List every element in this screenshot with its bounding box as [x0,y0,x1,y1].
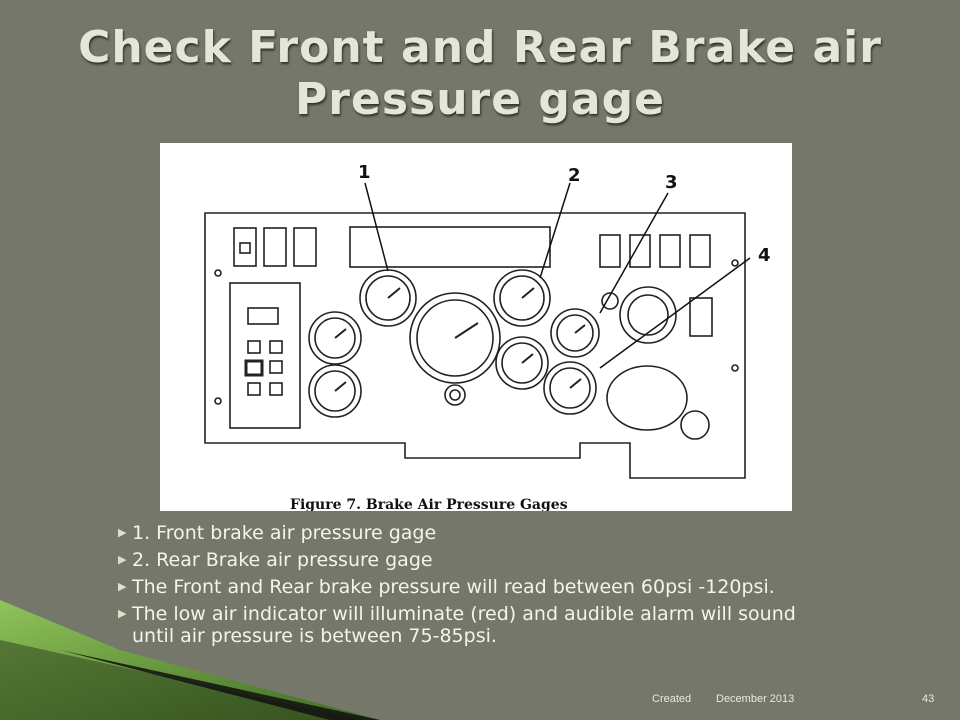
dashboard-illustration: 1 2 3 4 Figure 7. Brake Air Pressure Gag… [204,162,771,511]
bullet-arrow-icon: ▶ [118,580,127,593]
bullet-list: ▶ 1. Front brake air pressure gage ▶ 2. … [118,522,838,652]
dashboard-figure: 1 2 3 4 Figure 7. Brake Air Pressure Gag… [160,143,792,511]
bullet-text: The low air indicator will illuminate (r… [132,603,796,647]
page-title: Check Front and Rear Brake air Pressure … [78,22,882,125]
list-item: ▶ The Front and Rear brake pressure will… [118,576,838,598]
callout-1: 1 [358,162,371,183]
callout-4: 4 [758,245,771,266]
list-item: ▶ 1. Front brake air pressure gage [118,522,838,544]
footer-created: Created [652,693,692,705]
bullet-arrow-icon: ▶ [118,526,127,539]
footer-page-number: 43 [922,693,935,705]
footer-date: December 2013 [716,693,795,705]
bullet-text: 1. Front brake air pressure gage [132,522,437,544]
bullet-text: 2. Rear Brake air pressure gage [132,549,433,571]
bullet-arrow-icon: ▶ [118,607,127,620]
bullet-arrow-icon: ▶ [118,553,127,566]
figure-caption: Figure 7. Brake Air Pressure Gages [290,497,568,511]
list-item: ▶ The low air indicator will illuminate … [118,603,838,647]
decorative-wedge [0,600,380,720]
callout-3: 3 [665,172,678,193]
callout-2: 2 [568,165,581,186]
list-item: ▶ 2. Rear Brake air pressure gage [118,549,838,571]
bullet-text: The Front and Rear brake pressure will r… [132,576,775,598]
